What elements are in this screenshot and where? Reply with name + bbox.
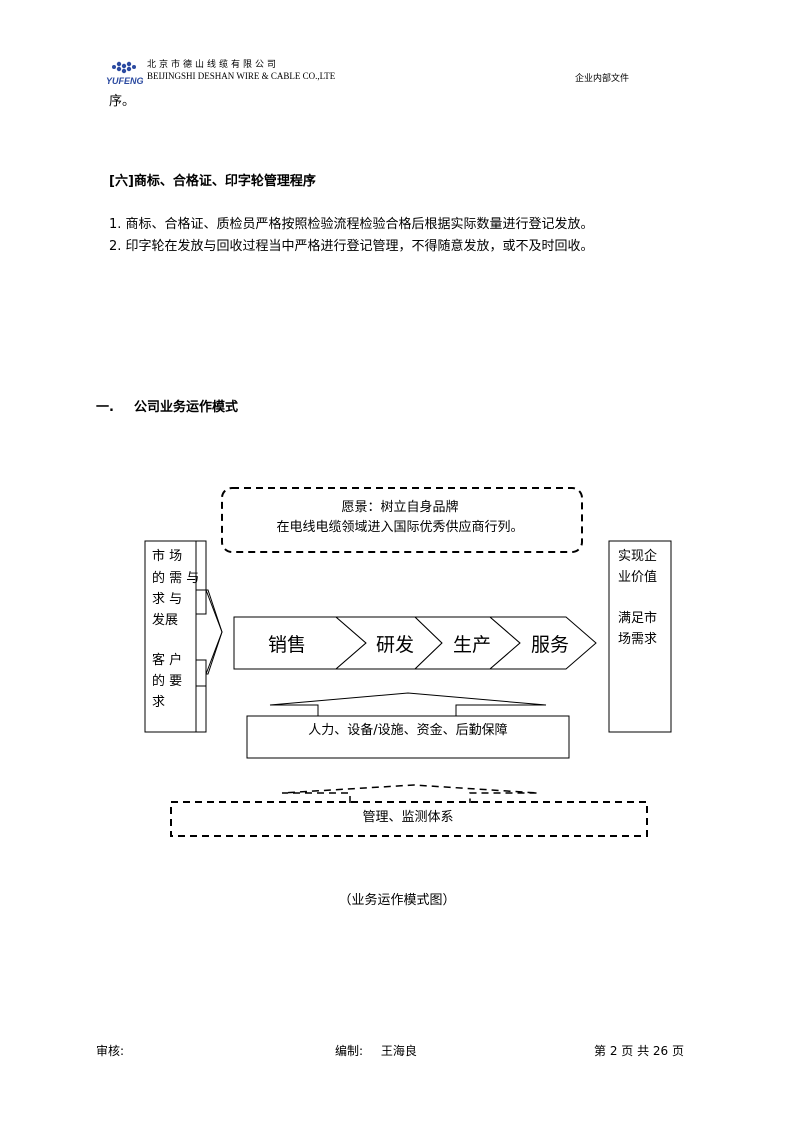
vision-box (221, 487, 583, 553)
left-box-line: 的 需 与 (152, 570, 199, 586)
management-box (170, 801, 648, 837)
left-arrow (196, 540, 223, 733)
vision-line-1: 愿景：树立自身品牌 (341, 499, 458, 515)
right-box-line: 满足市 (618, 610, 657, 626)
header-classification: 企业内部文件 (575, 74, 630, 84)
left-box-line: 市 场 (152, 548, 182, 564)
left-box-line: 客 户 (152, 652, 182, 668)
footer-reviewer: 审核: (96, 1044, 125, 1058)
header-company-cn: 北京市德山线缆有限公司 (147, 60, 280, 70)
right-box (608, 540, 672, 733)
right-box-line: 场需求 (618, 632, 657, 647)
support-arrow (269, 692, 547, 717)
company-logo: YUFENG (106, 61, 144, 86)
svg-text:YUFENG: YUFENG (106, 76, 144, 86)
list-item: 1. 商标、合格证、质检员严格按照检验流程检验合格后根据实际数量进行登记发放。 (109, 217, 594, 232)
footer-editor-name: 王海良 (380, 1044, 417, 1058)
left-box-line: 发展 (152, 612, 178, 628)
left-box (144, 540, 197, 733)
section-title: [六]商标、合格证、印字轮管理程序 (109, 174, 316, 189)
continuation-text: 序。 (109, 94, 136, 109)
vision-line-2: 在电线电缆领域进入国际优秀供应商行列。 (276, 519, 523, 535)
right-box-line: 实现企 (618, 548, 657, 564)
diagram-caption: （业务运作模式图） (338, 893, 456, 908)
chapter-title: 公司业务运作模式 (134, 400, 239, 415)
chain-label: 服务 (531, 634, 569, 656)
footer-page-info: 第 2 页 共 26 页 (594, 1044, 684, 1058)
support-text: 人力、设备/设施、资金、后勤保障 (308, 722, 507, 738)
list-item: 2. 印字轮在发放与回收过程当中严格进行登记管理，不得随意发放，或不及时回收。 (109, 239, 594, 254)
management-text: 管理、监测体系 (362, 810, 453, 825)
right-box-line: 业价值 (618, 569, 657, 585)
left-box-line: 求 与 (152, 592, 182, 607)
footer-editor: 编制: 王海良 (335, 1042, 417, 1059)
support-box (246, 715, 570, 759)
left-box-line: 的 要 (152, 673, 182, 689)
left-box-line: 求 (152, 695, 165, 710)
chain-label: 生产 (453, 634, 491, 656)
chain-step-service (488, 616, 597, 670)
chain-label: 销售 (268, 634, 306, 656)
footer-editor-label: 编制: (335, 1044, 364, 1058)
management-arrow (281, 784, 539, 803)
header-company-en: BEIJINGSHI DESHAN WIRE & CABLE CO.,LTE (147, 71, 336, 81)
chapter-number: 一. (96, 400, 114, 415)
chain-label: 研发 (376, 634, 414, 656)
